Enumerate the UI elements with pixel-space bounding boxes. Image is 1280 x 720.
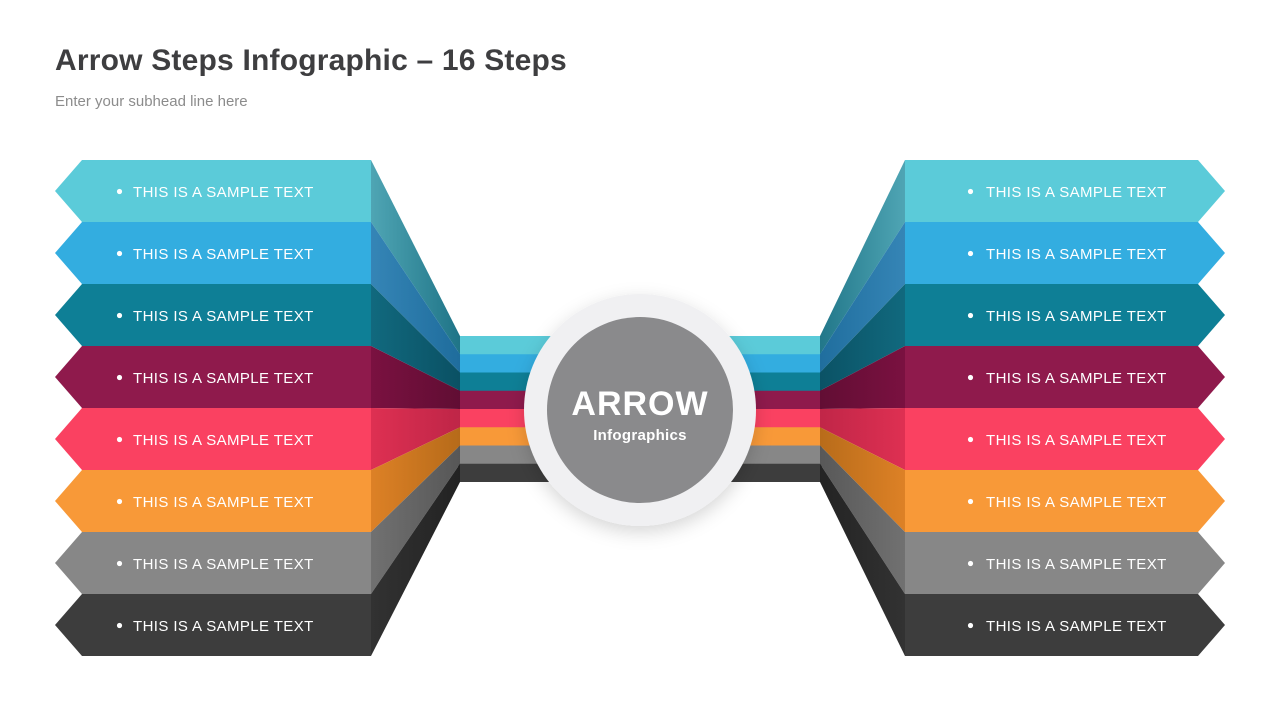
left-step-ribbon-2 [371,222,460,373]
bullet-icon [116,188,123,195]
left-step-ribbon-4 [371,346,460,409]
left-step-bar-5 [55,408,371,470]
bullet-icon [116,312,123,319]
left-step-label-6: THIS IS A SAMPLE TEXT [133,494,314,511]
right-step-labels: THIS IS A SAMPLE TEXT THIS IS A SAMPLE T… [967,184,1167,635]
left-step-bar-3 [55,284,371,346]
left-step-label-8: THIS IS A SAMPLE TEXT [133,618,314,635]
right-ribbons [820,160,905,656]
center-subtitle: Infographics [593,427,687,444]
left-step-label-7: THIS IS A SAMPLE TEXT [133,556,314,573]
bullet-icon [116,560,123,567]
right-step-label-7: THIS IS A SAMPLE TEXT [986,556,1167,573]
left-step-bar-4 [55,346,371,408]
right-step-bar-6 [905,470,1225,532]
right-step-bar-2 [905,222,1225,284]
right-step-ribbon-5 [820,408,905,470]
left-step-label-1: THIS IS A SAMPLE TEXT [133,184,314,201]
right-step-label-6: THIS IS A SAMPLE TEXT [986,494,1167,511]
right-step-ribbon-8 [820,463,905,656]
right-step-label-1: THIS IS A SAMPLE TEXT [986,184,1167,201]
right-step-ribbon-7 [820,445,905,594]
bullet-icon [967,188,974,195]
center-badge: ARROW Infographics [524,294,756,526]
right-step-label-4: THIS IS A SAMPLE TEXT [986,370,1167,387]
left-step-labels: THIS IS A SAMPLE TEXT THIS IS A SAMPLE T… [116,184,314,635]
right-step-ribbon-4 [820,346,905,409]
bullet-icon [967,250,974,257]
right-step-bar-1 [905,160,1225,222]
right-step-bar-7 [905,532,1225,594]
left-step-bar-1 [55,160,371,222]
center-circle [547,317,733,503]
center-title: ARROW [571,385,708,423]
left-steps [55,160,371,656]
right-step-bar-4 [905,346,1225,408]
right-step-label-2: THIS IS A SAMPLE TEXT [986,246,1167,263]
bullet-icon [967,374,974,381]
left-step-ribbon-8 [371,463,460,656]
page-title: Arrow Steps Infographic – 16 Steps [55,44,567,77]
right-step-bar-8 [905,594,1225,656]
right-step-bar-3 [905,284,1225,346]
left-step-label-5: THIS IS A SAMPLE TEXT [133,432,314,449]
bullet-icon [116,436,123,443]
left-step-ribbon-7 [371,445,460,594]
right-step-ribbon-3 [820,284,905,391]
right-step-ribbon-1 [820,160,905,355]
right-step-ribbon-2 [820,222,905,373]
left-step-bar-6 [55,470,371,532]
right-step-label-5: THIS IS A SAMPLE TEXT [986,432,1167,449]
right-step-label-8: THIS IS A SAMPLE TEXT [986,618,1167,635]
bullet-icon [116,622,123,629]
left-step-label-3: THIS IS A SAMPLE TEXT [133,308,314,325]
left-step-label-2: THIS IS A SAMPLE TEXT [133,246,314,263]
bullet-icon [967,622,974,629]
bullet-icon [967,312,974,319]
left-ribbons [371,160,460,656]
bullet-icon [116,374,123,381]
bullet-icon [116,250,123,257]
left-step-label-4: THIS IS A SAMPLE TEXT [133,370,314,387]
right-step-ribbon-6 [820,427,905,532]
left-step-bar-2 [55,222,371,284]
bullet-icon [967,498,974,505]
bullet-icon [967,436,974,443]
right-steps [905,160,1225,656]
left-step-ribbon-6 [371,427,460,532]
page-subtitle: Enter your subhead line here [55,93,248,110]
left-step-ribbon-3 [371,284,460,391]
bullet-icon [967,560,974,567]
left-step-bar-8 [55,594,371,656]
bullet-icon [116,498,123,505]
left-step-ribbon-1 [371,160,460,355]
left-step-bar-7 [55,532,371,594]
left-step-ribbon-5 [371,408,460,470]
right-step-label-3: THIS IS A SAMPLE TEXT [986,308,1167,325]
right-step-bar-5 [905,408,1225,470]
